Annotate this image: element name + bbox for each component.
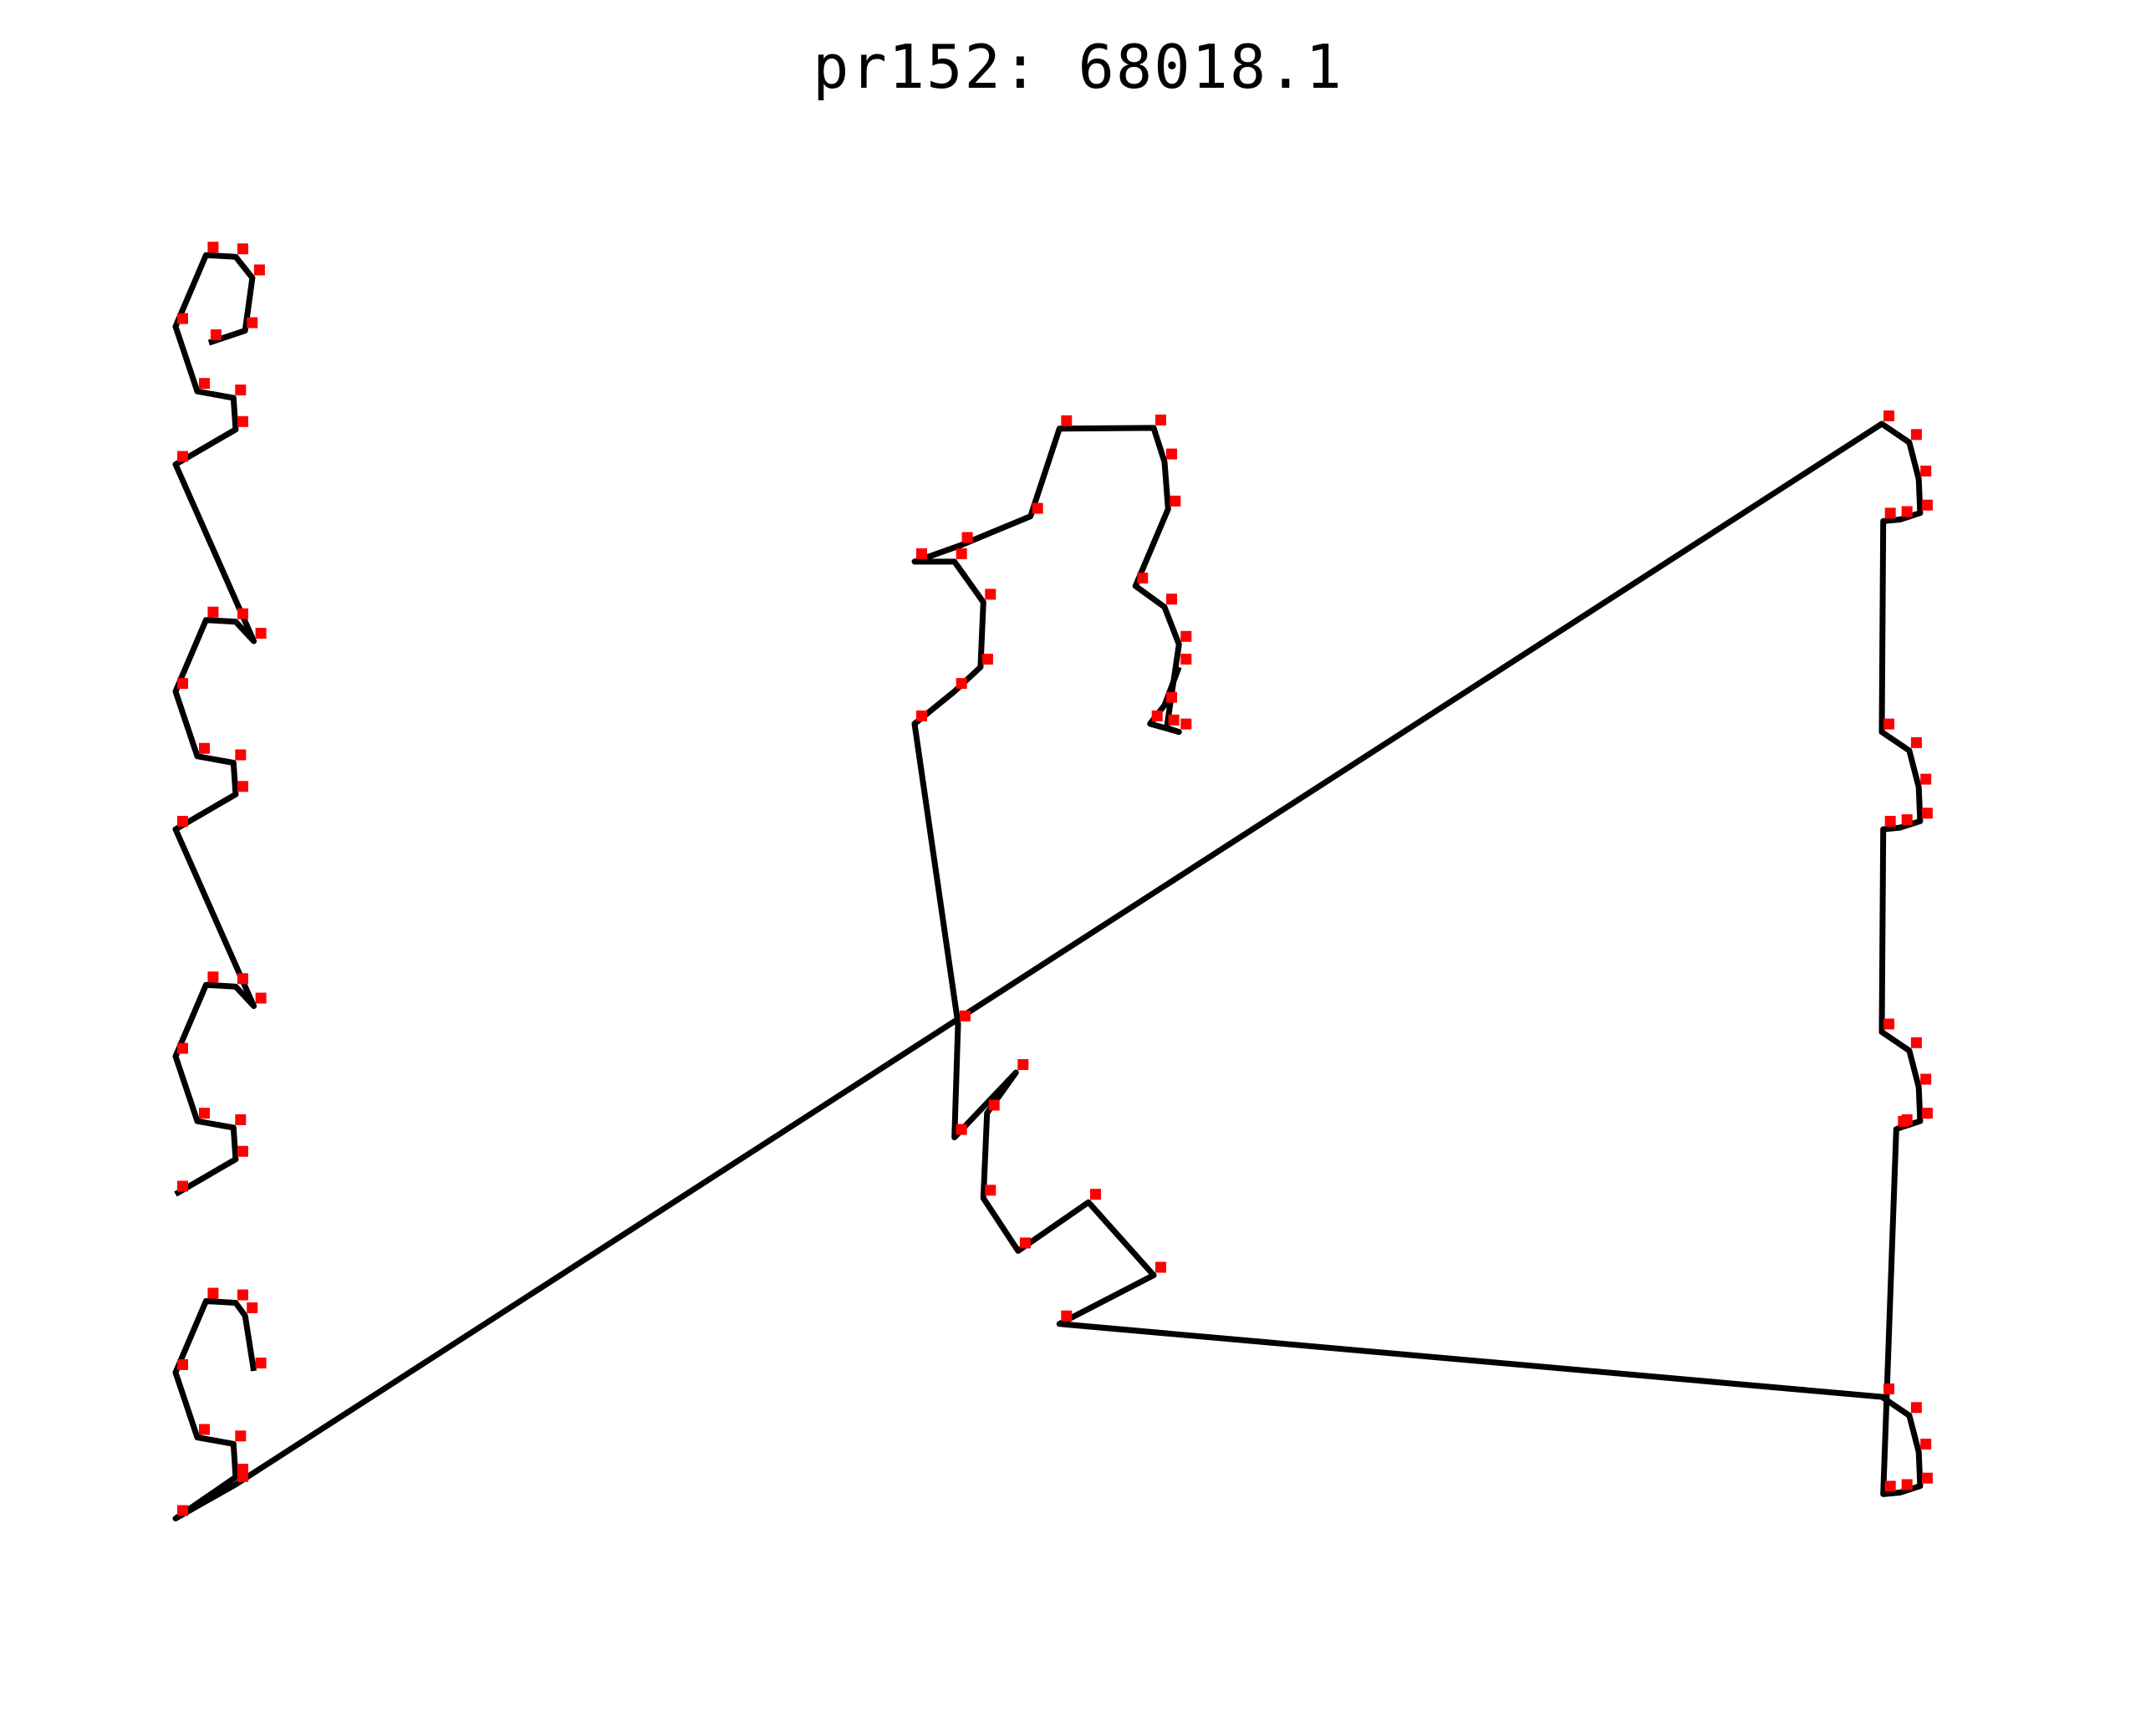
- city-point: [199, 1424, 210, 1435]
- city-point: [177, 451, 188, 462]
- city-point: [255, 628, 267, 639]
- city-point: [237, 1470, 248, 1482]
- city-point: [237, 1289, 248, 1301]
- city-point: [237, 415, 248, 427]
- city-point: [177, 678, 188, 690]
- city-point: [960, 1010, 971, 1022]
- city-point: [235, 385, 247, 395]
- city-point: [1170, 495, 1181, 507]
- city-point: [207, 606, 219, 618]
- city-point: [1921, 1472, 1933, 1484]
- city-point: [916, 548, 927, 559]
- chart-title: pr152: 68018.1: [813, 32, 1343, 102]
- city-point: [1884, 1480, 1896, 1492]
- city-point: [956, 678, 967, 690]
- city-point: [237, 781, 248, 792]
- city-point: [1180, 654, 1192, 665]
- city-point: [1920, 773, 1932, 785]
- city-point: [1910, 1037, 1922, 1048]
- city-point: [255, 992, 267, 1004]
- city-point: [207, 1287, 219, 1299]
- city-point: [255, 1358, 267, 1368]
- city-point: [1168, 714, 1180, 726]
- city-point: [1901, 814, 1913, 826]
- city-point: [1901, 1479, 1913, 1490]
- city-point: [1910, 1402, 1922, 1414]
- city-point: [177, 1505, 188, 1516]
- city-point: [210, 329, 222, 340]
- city-point: [1920, 1073, 1932, 1085]
- city-point: [1032, 502, 1043, 514]
- city-point: [1884, 816, 1896, 827]
- city-point: [1921, 499, 1933, 511]
- city-point: [1884, 507, 1896, 519]
- city-point: [1137, 573, 1149, 583]
- city-point: [247, 1302, 258, 1313]
- city-point: [988, 1099, 1000, 1111]
- city-point: [199, 378, 210, 390]
- city-point: [177, 1180, 188, 1192]
- city-point: [1921, 808, 1933, 819]
- city-point: [1921, 1108, 1933, 1119]
- city-point: [1166, 691, 1177, 703]
- city-point: [199, 742, 210, 754]
- city-point: [1883, 718, 1894, 730]
- city-point: [207, 971, 219, 983]
- city-point: [1061, 1310, 1073, 1322]
- city-point: [1920, 466, 1932, 476]
- route-layer: [172, 252, 1924, 1521]
- city-point: [956, 1124, 967, 1135]
- city-point: [177, 1042, 188, 1054]
- city-point: [199, 1108, 210, 1119]
- city-point: [1090, 1189, 1101, 1200]
- city-point: [961, 532, 973, 543]
- city-point: [1883, 1383, 1894, 1394]
- city-point: [985, 588, 996, 600]
- city-point: [237, 973, 248, 985]
- city-point: [1019, 1237, 1031, 1249]
- city-point: [1180, 718, 1192, 730]
- city-point: [1017, 1059, 1029, 1070]
- city-point: [1910, 429, 1922, 441]
- city-point: [177, 1358, 188, 1370]
- city-point: [985, 1185, 996, 1196]
- city-point: [1910, 736, 1922, 748]
- city-point: [1155, 414, 1166, 425]
- city-point: [177, 816, 188, 827]
- city-point: [916, 710, 927, 721]
- city-point: [1166, 594, 1177, 605]
- city-point: [253, 264, 265, 276]
- city-point: [237, 608, 248, 619]
- city-point: [1166, 448, 1177, 460]
- city-point: [1920, 1439, 1932, 1450]
- city-point: [1061, 415, 1073, 426]
- city-point: [1901, 506, 1913, 517]
- city-point: [235, 749, 247, 761]
- city-point: [1180, 630, 1192, 642]
- city-point: [207, 242, 219, 253]
- city-layer: [177, 242, 1933, 1516]
- city-point: [235, 1430, 247, 1442]
- city-point: [1883, 1018, 1894, 1030]
- city-point: [1883, 410, 1894, 421]
- city-point: [956, 548, 967, 559]
- city-point: [237, 1145, 248, 1157]
- city-point: [1898, 1115, 1909, 1127]
- city-point: [247, 317, 258, 329]
- city-point: [1155, 1261, 1166, 1273]
- route-segment: [172, 420, 1924, 1521]
- city-point: [1151, 710, 1163, 721]
- city-point: [237, 243, 248, 255]
- city-point: [235, 1114, 247, 1125]
- city-point: [177, 313, 188, 324]
- city-point: [981, 654, 993, 665]
